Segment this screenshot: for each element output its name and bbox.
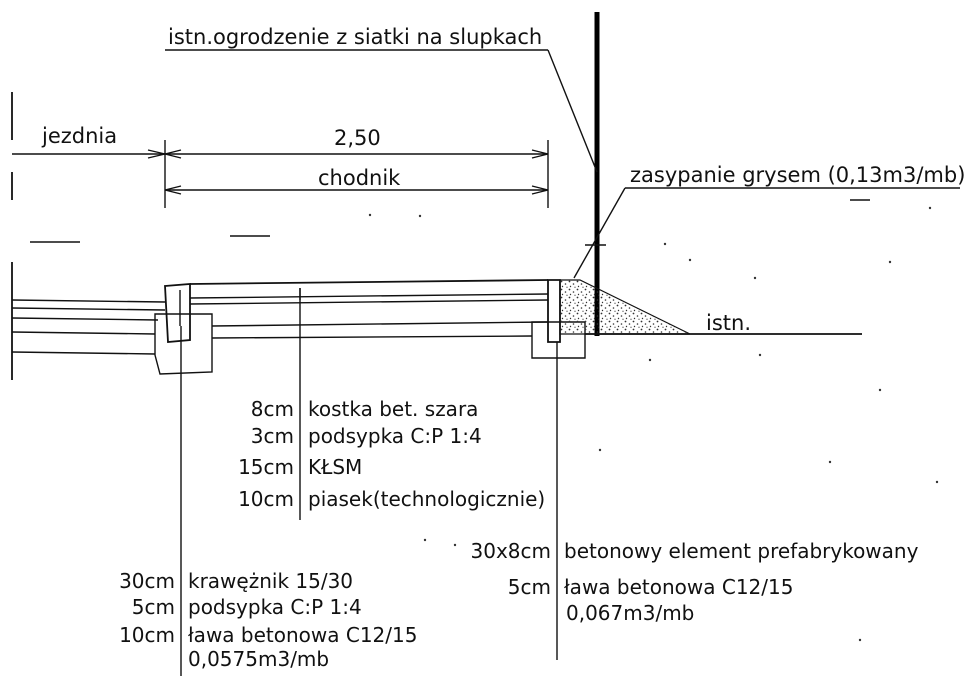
existing-ground-label: istn.	[706, 311, 751, 335]
edge-layer-thickness: 30x8cm	[471, 539, 552, 563]
sidewalk-label: chodnik	[318, 166, 401, 190]
gravel-fill	[559, 279, 691, 335]
curb-layer-material: krawężnik 15/30	[188, 569, 353, 593]
sidewalk-arrow-right	[531, 185, 549, 195]
sidewalk-layer-2	[189, 299, 549, 305]
sidewalk-layer-material: KŁSM	[308, 455, 362, 479]
sidewalk-layer-material: kostka bet. szara	[308, 397, 478, 421]
sidewalk-layer-thickness: 10cm	[238, 487, 294, 511]
edge-layer-material: betonowy element prefabrykowany	[564, 539, 919, 563]
fence-leader	[547, 49, 598, 173]
sidewalk-surface	[189, 279, 549, 285]
sidewalk-layer-thickness: 8cm	[251, 397, 294, 421]
sidewalk-layer-material: podsypka C:P 1:4	[308, 424, 482, 448]
roadway-label: jezdnia	[41, 124, 117, 148]
fence-label: istn.ogrodzenie z siatki na slupkach	[168, 25, 542, 49]
sidewalk-layer-3	[211, 321, 549, 327]
edge-layer-thickness: 5cm	[508, 575, 551, 599]
curb-layer-thickness: 30cm	[119, 569, 175, 593]
curb	[164, 283, 191, 343]
sidewalk-layer-1	[189, 293, 549, 299]
curb-layer-material: ława betonowa C12/15	[188, 623, 417, 647]
sidewalk-layer-4	[211, 335, 533, 339]
sidewalk-arrow-left	[164, 185, 182, 195]
width-dimension-label: 2,50	[334, 126, 381, 150]
sidewalk-layer-thickness: 3cm	[251, 424, 294, 448]
curb-layer-thickness: 10cm	[119, 623, 175, 647]
road-layer-lines	[11, 299, 166, 355]
edge-layer-material: ława betonowa C12/15	[564, 575, 793, 599]
curb-layer-thickness: 5cm	[132, 595, 175, 619]
curb-volume: 0,0575m3/mb	[188, 647, 329, 671]
curb-layer-material: podsypka C:P 1:4	[188, 595, 362, 619]
sidewalk-layer-material: piasek(technologicznie)	[308, 487, 545, 511]
fill-leader	[573, 187, 626, 279]
edge-volume: 0,067m3/mb	[566, 601, 694, 625]
curb-bed	[154, 313, 213, 375]
edge-element	[547, 279, 561, 343]
sidewalk-layer-thickness: 15cm	[238, 455, 294, 479]
gravel-fill-label: zasypanie grysem (0,13m3/mb)	[630, 163, 965, 187]
